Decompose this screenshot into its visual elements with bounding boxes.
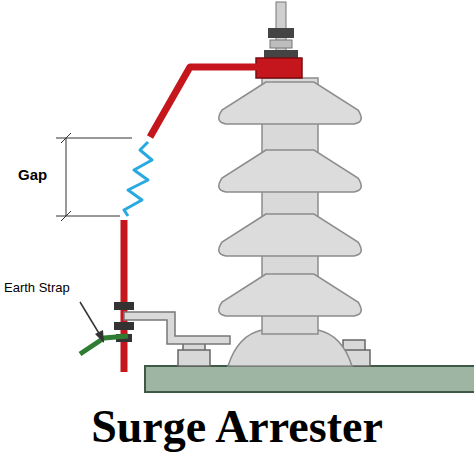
- rod-nut: [114, 322, 134, 330]
- insulator-shed: [219, 82, 361, 124]
- upper-gap-electrode: [150, 67, 258, 137]
- insulator-flange: [228, 330, 352, 366]
- rod-nut: [114, 302, 134, 310]
- base-plate: [145, 366, 474, 392]
- diagram-title: Surge Arrester: [91, 400, 383, 453]
- terminal-nut: [268, 28, 294, 38]
- insulator-shed: [219, 150, 361, 192]
- lower-gap-electrode: [121, 220, 128, 372]
- line-terminal-clamp: [256, 58, 302, 78]
- spark-gap: [124, 142, 152, 216]
- part-label: Earth Strap: [4, 280, 70, 295]
- terminal-washer: [270, 40, 292, 48]
- insulator-sheds: [219, 82, 361, 316]
- insulator-shed: [219, 274, 361, 316]
- gap-dimension: [56, 133, 132, 221]
- dimension-label: Gap: [18, 166, 47, 183]
- insulator-shed: [219, 214, 361, 256]
- leader-arrow: [80, 302, 104, 343]
- mounting-bracket: [124, 312, 230, 344]
- earth-strap: [80, 336, 128, 354]
- terminal-nut: [264, 50, 298, 58]
